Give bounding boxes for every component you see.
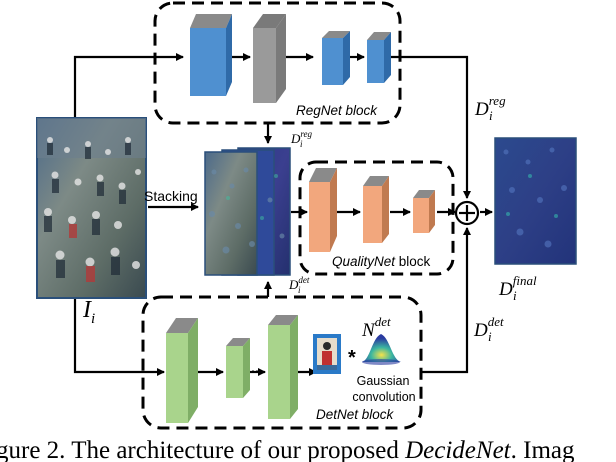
connections [73,53,493,376]
qualitynet-block-label: QualityNet block [332,254,431,269]
svg-text:Ii: Ii [82,297,95,327]
detnet-block-label: DetNet block [316,407,395,422]
svg-text:Dreg: Dreg [290,129,313,146]
regnet-pool-layer [253,14,286,103]
d-reg-right-label: Dreg i [474,93,506,123]
stacked-maps [204,147,291,276]
qualitynet-layer-3 [413,190,435,233]
detnet-ellipsis: ··· [251,363,263,377]
qualitynet-layer-1 [309,168,337,252]
input-label: Ii [82,297,95,327]
convolution-operator: * [348,347,356,369]
detnet-layer-1 [166,318,198,423]
regnet-block-label: RegNet block [296,103,378,118]
n-det-label: Ndet [361,314,391,341]
qualitynet-block-frame [298,160,455,276]
regnet-block-frame [153,1,402,125]
regnet-layer-2 [322,31,350,85]
detnet-layer-3 [268,315,298,419]
svg-text:Ndet: Ndet [361,314,391,341]
d-det-small-label: Ddet i [288,275,310,295]
svg-text:Ddet: Ddet [473,314,504,341]
detnet-block-frame [141,295,423,430]
gaussian-kernel [362,334,401,365]
d-det-right-label: Ddet i [473,314,504,344]
final-density-map [494,137,577,265]
input-image [36,117,147,299]
gaussian-label-line2: convolution [352,390,415,404]
svg-text:Dreg: Dreg [474,93,506,120]
svg-text:i: i [513,288,517,303]
svg-text:i: i [298,285,301,295]
regnet-layer-3 [367,32,391,83]
svg-text:Ddet: Ddet [288,275,310,292]
detnet-layer-2 [226,338,250,398]
qualitynet-layer-2 [363,176,389,243]
d-final-label: Dfinal i [498,273,537,303]
stacking-label: Stacking [144,188,198,204]
detection-patch [313,334,341,374]
svg-text:i: i [300,139,303,149]
regnet-layer-1 [190,14,232,96]
d-reg-small-label: Dreg i [290,129,313,149]
svg-text:i: i [489,108,493,123]
svg-text:Dfinal: Dfinal [498,273,537,300]
gaussian-label-line1: Gaussian [357,374,410,388]
figure-caption: gure 2. The architecture of our proposed… [0,437,575,462]
sum-node [454,200,480,226]
svg-text:i: i [488,329,492,344]
